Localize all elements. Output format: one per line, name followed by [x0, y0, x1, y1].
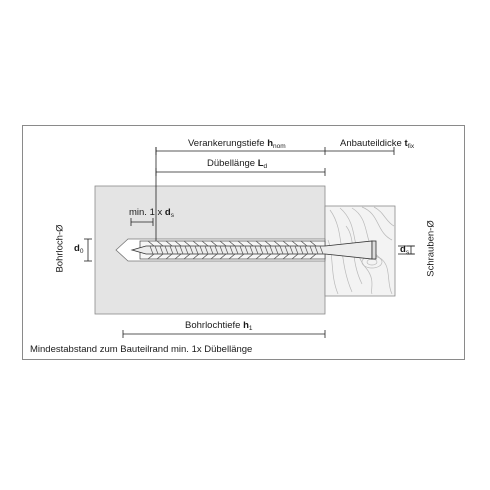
screw-diameter-symbol: ds: [400, 244, 410, 256]
screw-thread: [244, 245, 249, 255]
screw: [130, 240, 377, 260]
dowel-length-label: Dübellänge Ld: [207, 158, 268, 170]
screw-thread: [179, 245, 184, 255]
dowel-rib: [255, 240, 263, 260]
anchoring-depth-label: Verankerungstiefe hnom: [188, 138, 286, 150]
dowel-rib: [300, 240, 308, 260]
dowel-rib: [165, 240, 173, 260]
screw-thread: [194, 245, 199, 255]
drill-hole-diameter-label: Bohrloch-Ø: [54, 224, 66, 273]
dowel-rib: [219, 240, 227, 260]
dowel-rib: [201, 240, 209, 260]
screw-thread: [294, 245, 299, 255]
screw-thread: [239, 245, 244, 255]
dowel-rib: [192, 240, 200, 260]
screw-thread: [189, 245, 194, 255]
screw-thread: [154, 245, 159, 255]
screw-thread: [264, 245, 269, 255]
screw-thread: [209, 245, 214, 255]
attachment-thickness-label: Anbauteildicke tfix: [340, 138, 415, 150]
dowel-rib: [210, 240, 218, 260]
screw-thread: [159, 245, 164, 255]
dowel-rib: [264, 240, 272, 260]
screw-thread: [259, 245, 264, 255]
screw-thread: [234, 245, 239, 255]
dowel-rib: [282, 240, 290, 260]
screw-thread: [149, 245, 154, 255]
screw-diameter-label: Schrauben-Ø: [425, 220, 437, 277]
screw-thread: [289, 245, 294, 255]
dowel-rib: [273, 240, 281, 260]
dowel-rib: [228, 240, 236, 260]
screw-thread: [299, 245, 304, 255]
drill-hole-diameter-symbol: d0: [74, 243, 84, 255]
screw-thread: [184, 245, 189, 255]
dowel-rib: [156, 240, 164, 260]
min-distance-label: min. 1 x ds: [129, 207, 174, 219]
screw-thread: [229, 245, 234, 255]
dowel-rib: [174, 240, 182, 260]
dowel-rib: [291, 240, 299, 260]
dowel-rib: [147, 240, 155, 260]
screw-thread: [274, 245, 279, 255]
dowel-rib: [309, 240, 317, 260]
screw-thread: [284, 245, 289, 255]
screw-thread: [319, 245, 324, 255]
screw-thread: [304, 245, 309, 255]
screw-thread: [279, 245, 284, 255]
screw-thread: [204, 245, 209, 255]
screw-thread: [169, 245, 174, 255]
screw-thread: [164, 245, 169, 255]
footnote: Mindestabstand zum Bauteilrand min. 1x D…: [30, 344, 253, 355]
dowel-rib: [183, 240, 191, 260]
screw-thread: [254, 245, 259, 255]
screw-thread: [269, 245, 274, 255]
screw-thread: [249, 245, 254, 255]
screw-thread: [309, 245, 314, 255]
drill-depth-label: Bohrlochtiefe h1: [185, 320, 253, 332]
screw-thread: [199, 245, 204, 255]
screw-thread: [219, 245, 224, 255]
screw-thread: [314, 245, 319, 255]
screw-thread: [214, 245, 219, 255]
dowel-rib: [237, 240, 245, 260]
screw-thread: [224, 245, 229, 255]
dowel-rib: [246, 240, 254, 260]
screw-thread: [174, 245, 179, 255]
